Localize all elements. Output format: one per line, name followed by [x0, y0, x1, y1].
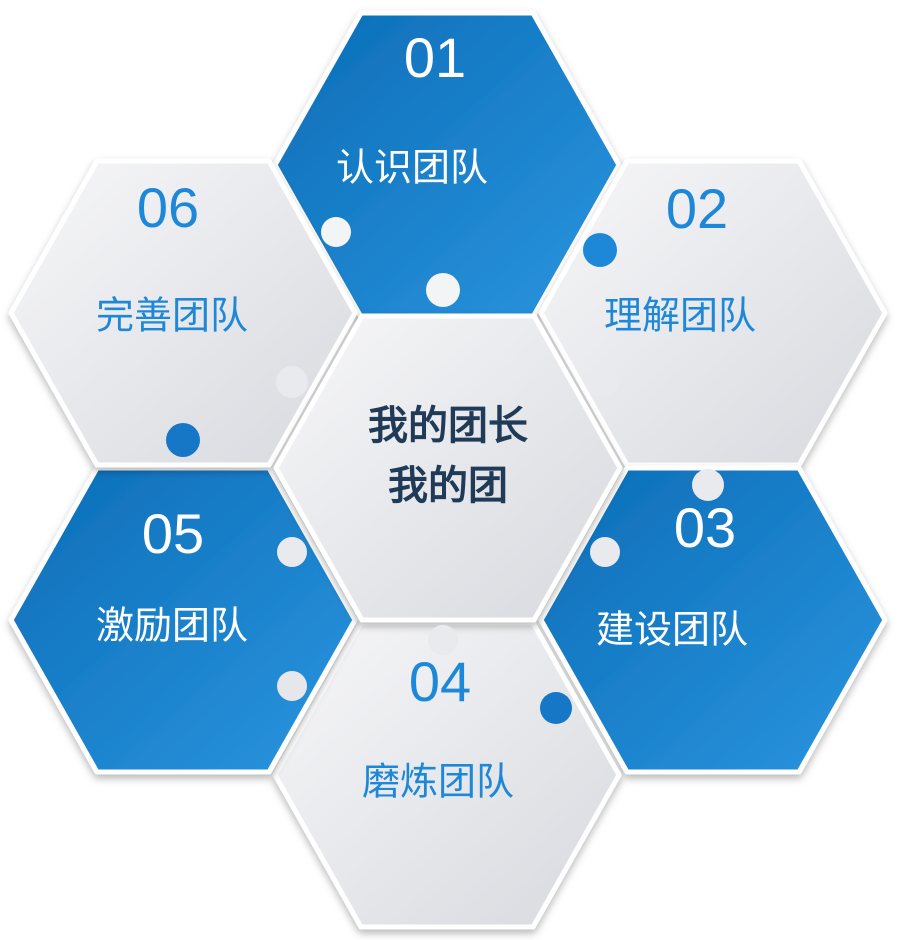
puzzle-knob-3 [426, 273, 460, 307]
center-title-line2: 我的团 [388, 463, 508, 509]
puzzle-knob-1 [321, 217, 351, 247]
hex-center-shape [273, 313, 623, 623]
hex-01-label: 认识团队 [336, 146, 488, 190]
hex-04-shape [272, 620, 622, 930]
hex-05-label: 激励团队 [96, 604, 248, 648]
puzzle-knob-4 [587, 364, 619, 396]
puzzle-knob-7 [540, 692, 572, 724]
hex-03-shape [538, 465, 888, 775]
label-layer: 01 认识团队 02 理解团队 03 建设团队 04 磨炼团队 05 激励团队 … [96, 26, 756, 804]
puzzle-knob-6 [590, 537, 620, 567]
puzzle-knob-9 [277, 537, 307, 567]
puzzle-knob-8 [428, 625, 458, 655]
hex-02-shape [538, 158, 888, 468]
hex-03-label: 建设团队 [596, 608, 748, 652]
hex-01-number: 01 [404, 26, 466, 89]
hex-06-shape [8, 158, 358, 468]
puzzle-knob-11 [166, 423, 200, 457]
hex-02-label: 理解团队 [604, 294, 756, 338]
center-title-line1: 我的团长 [368, 403, 528, 449]
puzzle-knob-layer [166, 217, 724, 724]
hex-06-number: 06 [137, 176, 199, 239]
hex-05-shape [8, 465, 358, 775]
hexagon-layer [8, 10, 888, 930]
puzzle-knob-10 [277, 671, 307, 701]
puzzle-knob-5 [692, 469, 724, 501]
hex-04-label: 磨炼团队 [362, 760, 514, 804]
hex-06-label: 完善团队 [96, 294, 248, 338]
hex-02-number: 02 [666, 177, 728, 240]
puzzle-knob-2 [583, 233, 617, 267]
hex-05-number: 05 [142, 502, 204, 565]
hex-03-number: 03 [674, 496, 736, 559]
hex-04-number: 04 [409, 650, 471, 713]
puzzle-knob-12 [276, 366, 308, 398]
